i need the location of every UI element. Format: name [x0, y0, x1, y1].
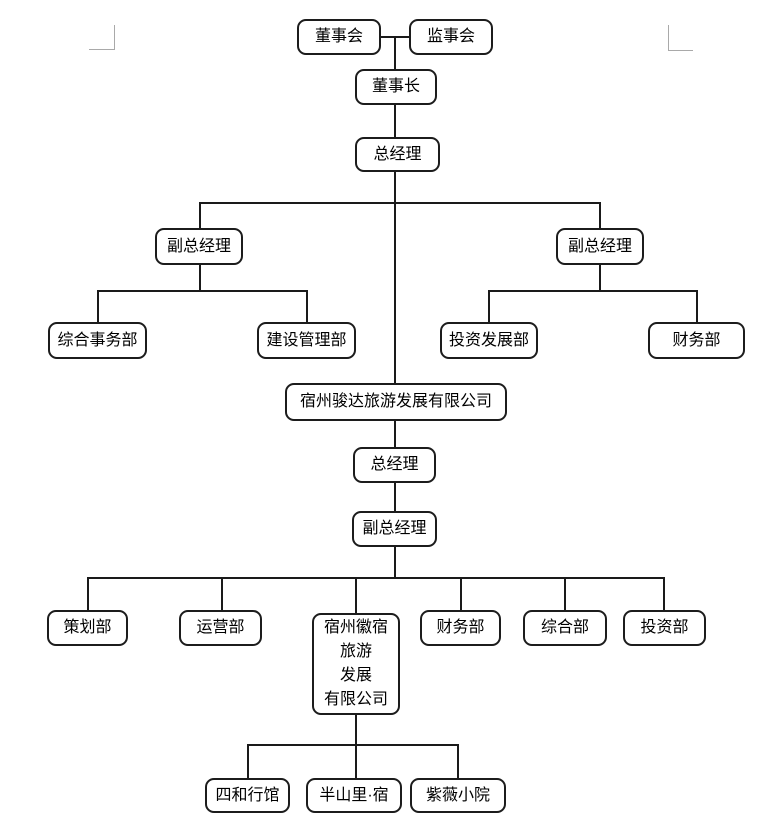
org-node-operations-dept[interactable]: 运营部 [179, 610, 262, 646]
org-node-label: 宿州徽宿 旅游 发展 有限公司 [323, 619, 388, 708]
org-node-junda-company[interactable]: 宿州骏达旅游发展有限公司 [285, 383, 507, 421]
connector-line [355, 744, 357, 778]
connector-line [394, 421, 396, 447]
org-node-general-manager-1[interactable]: 总经理 [355, 137, 440, 172]
org-node-label: 紫薇小院 [425, 786, 490, 804]
connector-line [457, 744, 459, 778]
org-node-finance-dept-upper[interactable]: 财务部 [648, 322, 745, 359]
connector-line [394, 105, 396, 137]
connector-line [599, 202, 601, 228]
connector-line [663, 577, 665, 610]
org-node-label: 综合事务部 [57, 331, 138, 349]
page-margin-mark [668, 25, 669, 51]
org-node-ziwei-courtyard[interactable]: 紫薇小院 [410, 778, 506, 813]
org-node-construction-mgmt-dept[interactable]: 建设管理部 [257, 322, 356, 359]
connector-line [394, 483, 396, 511]
connector-line [199, 202, 600, 204]
org-node-label: 建设管理部 [266, 331, 347, 349]
connector-line [488, 290, 490, 322]
org-node-label: 运营部 [196, 619, 245, 636]
org-node-label: 财务部 [672, 331, 721, 349]
org-node-chairman[interactable]: 董事长 [355, 69, 437, 105]
org-node-finance-dept-lower[interactable]: 财务部 [420, 610, 501, 646]
org-node-label: 半山里·宿 [319, 786, 389, 804]
connector-line [97, 290, 99, 322]
org-node-label: 总经理 [370, 456, 419, 473]
org-node-investment-dept[interactable]: 投资部 [623, 610, 706, 646]
connector-line [199, 202, 201, 228]
org-node-label: 投资发展部 [448, 331, 529, 349]
connector-line [87, 577, 664, 579]
page-margin-mark [114, 25, 115, 50]
connector-line [394, 547, 396, 578]
org-node-huisu-company[interactable]: 宿州徽宿 旅游 发展 有限公司 [312, 613, 400, 715]
connector-line [221, 577, 223, 610]
org-node-planning-dept[interactable]: 策划部 [47, 610, 128, 646]
page-margin-mark [668, 50, 693, 51]
org-node-general-manager-2[interactable]: 总经理 [353, 447, 436, 483]
org-node-label: 投资部 [640, 619, 689, 636]
org-node-label: 宿州骏达旅游发展有限公司 [299, 393, 492, 410]
connector-line [488, 290, 698, 292]
org-node-label: 四和行馆 [215, 786, 280, 804]
connector-line [355, 577, 357, 613]
org-node-supervisory-board[interactable]: 监事会 [409, 19, 493, 55]
org-node-label: 财务部 [436, 619, 485, 636]
connector-line [247, 744, 249, 778]
connector-line [247, 744, 458, 746]
connector-line [460, 577, 462, 610]
org-node-label: 副总经理 [362, 520, 427, 537]
connector-line [355, 715, 357, 745]
org-node-sihe-guesthouse[interactable]: 四和行馆 [205, 778, 290, 813]
connector-line [394, 36, 396, 69]
org-node-banshanli-su[interactable]: 半山里·宿 [306, 778, 402, 813]
connector-line [394, 172, 396, 383]
connector-line [199, 265, 201, 292]
org-node-label: 董事会 [314, 28, 363, 45]
org-node-general-dept[interactable]: 综合部 [523, 610, 607, 646]
org-node-label: 策划部 [63, 619, 112, 636]
org-node-label: 董事长 [371, 78, 420, 95]
org-node-label: 监事会 [426, 28, 475, 45]
org-node-general-affairs-dept[interactable]: 综合事务部 [48, 322, 147, 359]
connector-line [87, 577, 89, 610]
connector-line [306, 290, 308, 322]
connector-line [599, 265, 601, 292]
org-node-label: 综合部 [540, 619, 589, 636]
org-node-label: 副总经理 [567, 237, 632, 255]
org-node-deputy-gm-2[interactable]: 副总经理 [352, 511, 437, 547]
org-node-board-of-directors[interactable]: 董事会 [297, 19, 381, 55]
org-node-deputy-gm-left[interactable]: 副总经理 [155, 228, 243, 265]
org-node-investment-dev-dept[interactable]: 投资发展部 [440, 322, 538, 359]
org-node-label: 总经理 [373, 145, 422, 163]
connector-line [696, 290, 698, 322]
org-node-label: 副总经理 [166, 237, 231, 255]
org-node-deputy-gm-right[interactable]: 副总经理 [556, 228, 644, 265]
page-margin-mark [89, 49, 115, 50]
connector-line [564, 577, 566, 610]
connector-line [97, 290, 308, 292]
